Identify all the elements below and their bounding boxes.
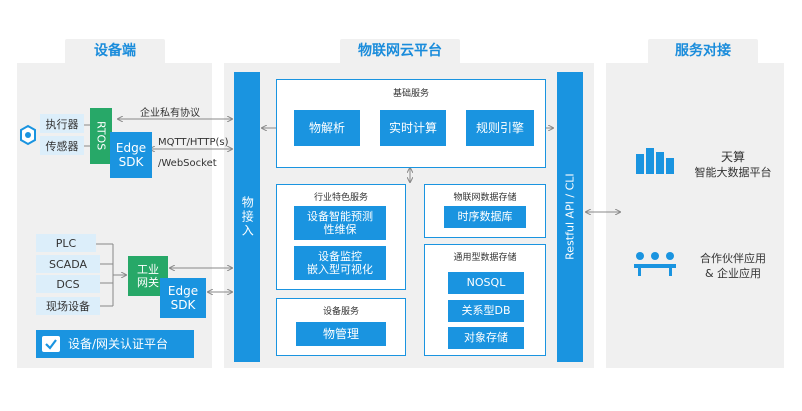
- sensor-label: 传感器: [40, 136, 84, 155]
- device-mgmt-block: 物管理: [296, 322, 386, 346]
- partner-icon: [632, 250, 678, 276]
- restful-label: Restful API / CLI: [563, 173, 577, 261]
- nosql-block: NOSQL: [448, 272, 524, 294]
- predictive-block: 设备智能预测 性维保: [294, 206, 386, 240]
- partner-label: 合作伙伴应用: [700, 252, 766, 265]
- iot-storage-title: 物联网数据存储: [453, 193, 517, 203]
- dcs-label: DCS: [36, 275, 100, 293]
- field-device-label: 现场设备: [36, 297, 100, 315]
- restful-bar: Restful API / CLI: [557, 72, 583, 362]
- protocol-ws-label: /WebSocket: [158, 158, 217, 169]
- protocol-private-label: 企业私有协议: [140, 108, 200, 119]
- section-title-platform: 物联网云平台: [358, 43, 442, 59]
- check-shield-icon: [42, 336, 60, 352]
- rdb-block: 关系型DB: [448, 300, 524, 322]
- rule-engine-block: 规则引擎: [466, 110, 534, 146]
- tsdb-block: 时序数据库: [444, 206, 526, 228]
- edge-sdk-bottom: Edge SDK: [160, 278, 206, 318]
- device-service-title: 设备服务: [322, 307, 359, 317]
- bigdata-label: 智能大数据平台: [694, 166, 772, 179]
- section-tab-platform: 物联网云平台: [340, 39, 460, 63]
- edge-sdk-top: Edge SDK: [110, 132, 152, 178]
- section-title-service: 服务对接: [675, 43, 731, 59]
- parse-block: 物解析: [294, 110, 360, 146]
- scada-label: SCADA: [36, 255, 100, 273]
- monitoring-block: 设备监控 嵌入型可视化: [294, 246, 386, 280]
- auth-platform-button[interactable]: 设备/网关认证平台: [36, 330, 194, 358]
- actuator-label: 执行器: [40, 114, 84, 133]
- object-storage-block: 对象存储: [448, 327, 524, 349]
- auth-platform-label: 设备/网关认证平台: [68, 336, 169, 351]
- bigdata-icon: [632, 146, 678, 176]
- access-label: 物接入: [240, 196, 255, 238]
- service-panel: [606, 63, 784, 368]
- protocol-mqtt-label: MQTT/HTTP(s): [158, 137, 229, 148]
- section-tab-device: 设备端: [65, 39, 165, 63]
- plc-label: PLC: [36, 234, 96, 252]
- enterprise-label: & 企业应用: [704, 267, 762, 280]
- tiansuan-label: 天算: [720, 150, 745, 164]
- rtos-block: RTOS: [90, 108, 112, 164]
- realtime-block: 实时计算: [380, 110, 446, 146]
- sensor-icon: [18, 124, 38, 146]
- industry-title: 行业特色服务: [313, 193, 368, 203]
- section-title-device: 设备端: [94, 43, 136, 59]
- access-bar: 物接入: [234, 72, 260, 362]
- rtos-label: RTOS: [94, 121, 108, 151]
- section-tab-service: 服务对接: [648, 39, 758, 63]
- base-service-title: 基础服务: [392, 89, 429, 99]
- general-storage-title: 通用型数据存储: [453, 253, 517, 263]
